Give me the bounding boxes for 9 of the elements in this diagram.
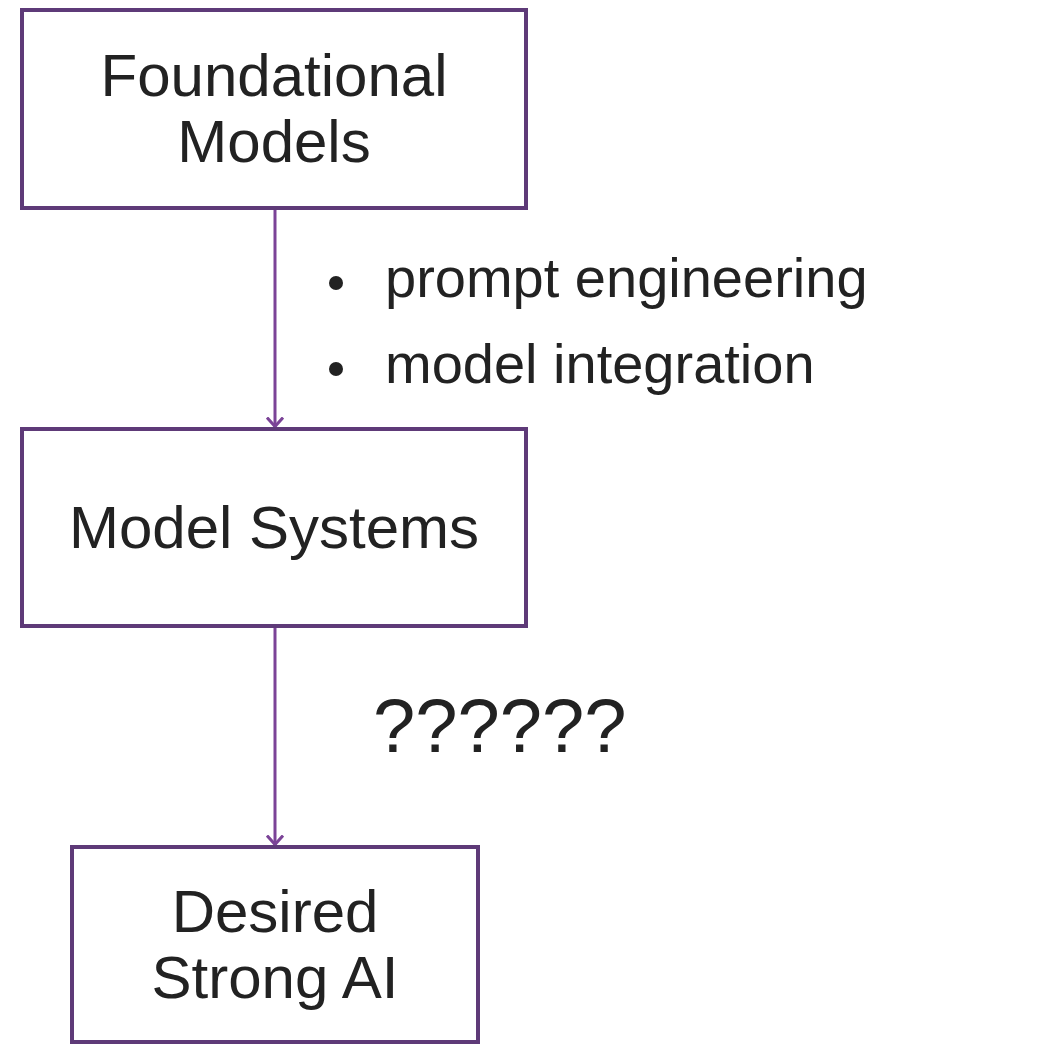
- process-box: [70, 845, 480, 1044]
- process-box: [20, 427, 528, 628]
- box-label: Foundational Models: [99, 43, 449, 175]
- box-label: Desired Strong AI: [150, 878, 400, 1011]
- annotation-text: ??????: [373, 688, 627, 764]
- process-box: [20, 8, 528, 210]
- box-label: Model Systems: [68, 494, 480, 561]
- arrow: [265, 628, 285, 846]
- arrow: [265, 210, 285, 428]
